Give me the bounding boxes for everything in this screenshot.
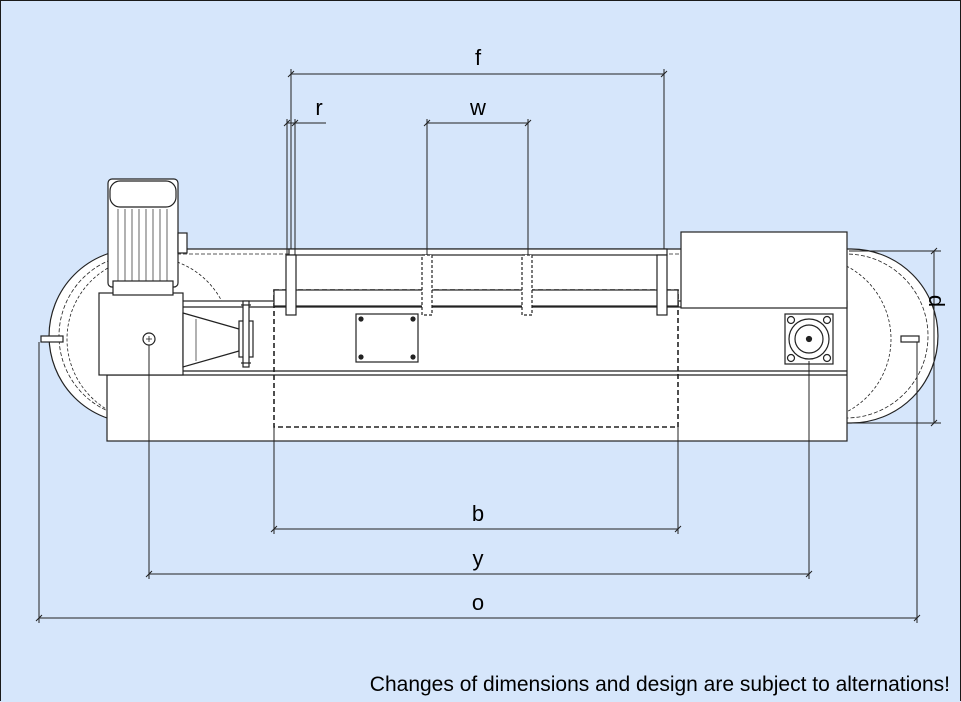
disclaimer-note: Changes of dimensions and design are sub… — [369, 673, 950, 696]
right-housing — [680, 231, 848, 309]
dim-label-r: r — [315, 95, 322, 120]
right-bearing — [784, 313, 834, 365]
dim-label-d: d — [924, 295, 949, 307]
dim-label-b: b — [472, 501, 484, 526]
left-gearbox — [98, 292, 184, 376]
name-plate — [355, 313, 419, 363]
tensioner — [242, 300, 250, 368]
separator-machine — [40, 178, 939, 442]
dim-label-o: o — [472, 590, 484, 615]
dim-label-w: w — [469, 95, 486, 120]
right-shaft — [900, 335, 920, 343]
dimension-lines — [35, 69, 941, 623]
left-shaft — [40, 335, 64, 343]
dim-label-y: y — [473, 546, 484, 571]
suspension-beam — [288, 248, 668, 256]
motor — [107, 178, 188, 296]
dim-label-f: f — [475, 45, 482, 70]
